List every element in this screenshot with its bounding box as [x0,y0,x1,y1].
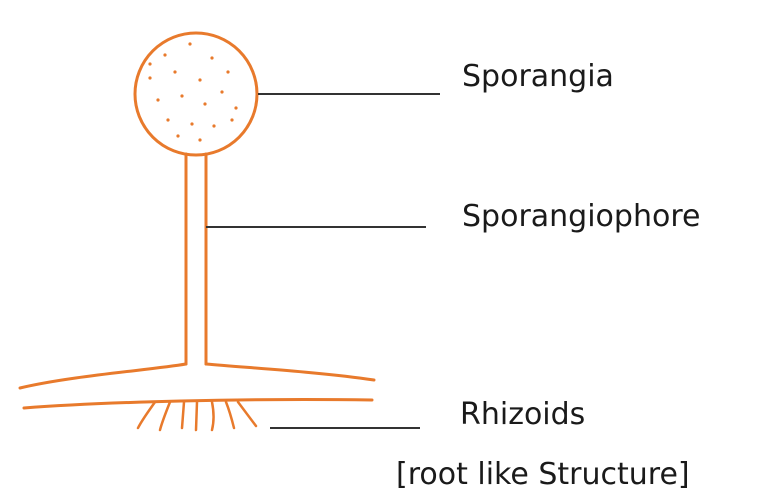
label-sporangia: Sporangia [462,62,614,92]
label-sporangiophore: Sporangiophore [462,202,700,232]
label-rhizoids: Rhizoids [460,400,585,430]
label-root-like-structure: [root like Structure] [396,460,690,490]
sporangiophore-stalk [186,154,206,364]
leader-lines [206,94,440,428]
spore-dots [148,42,237,141]
sporangium-head [135,33,257,155]
rhizoids-roots [138,402,256,430]
